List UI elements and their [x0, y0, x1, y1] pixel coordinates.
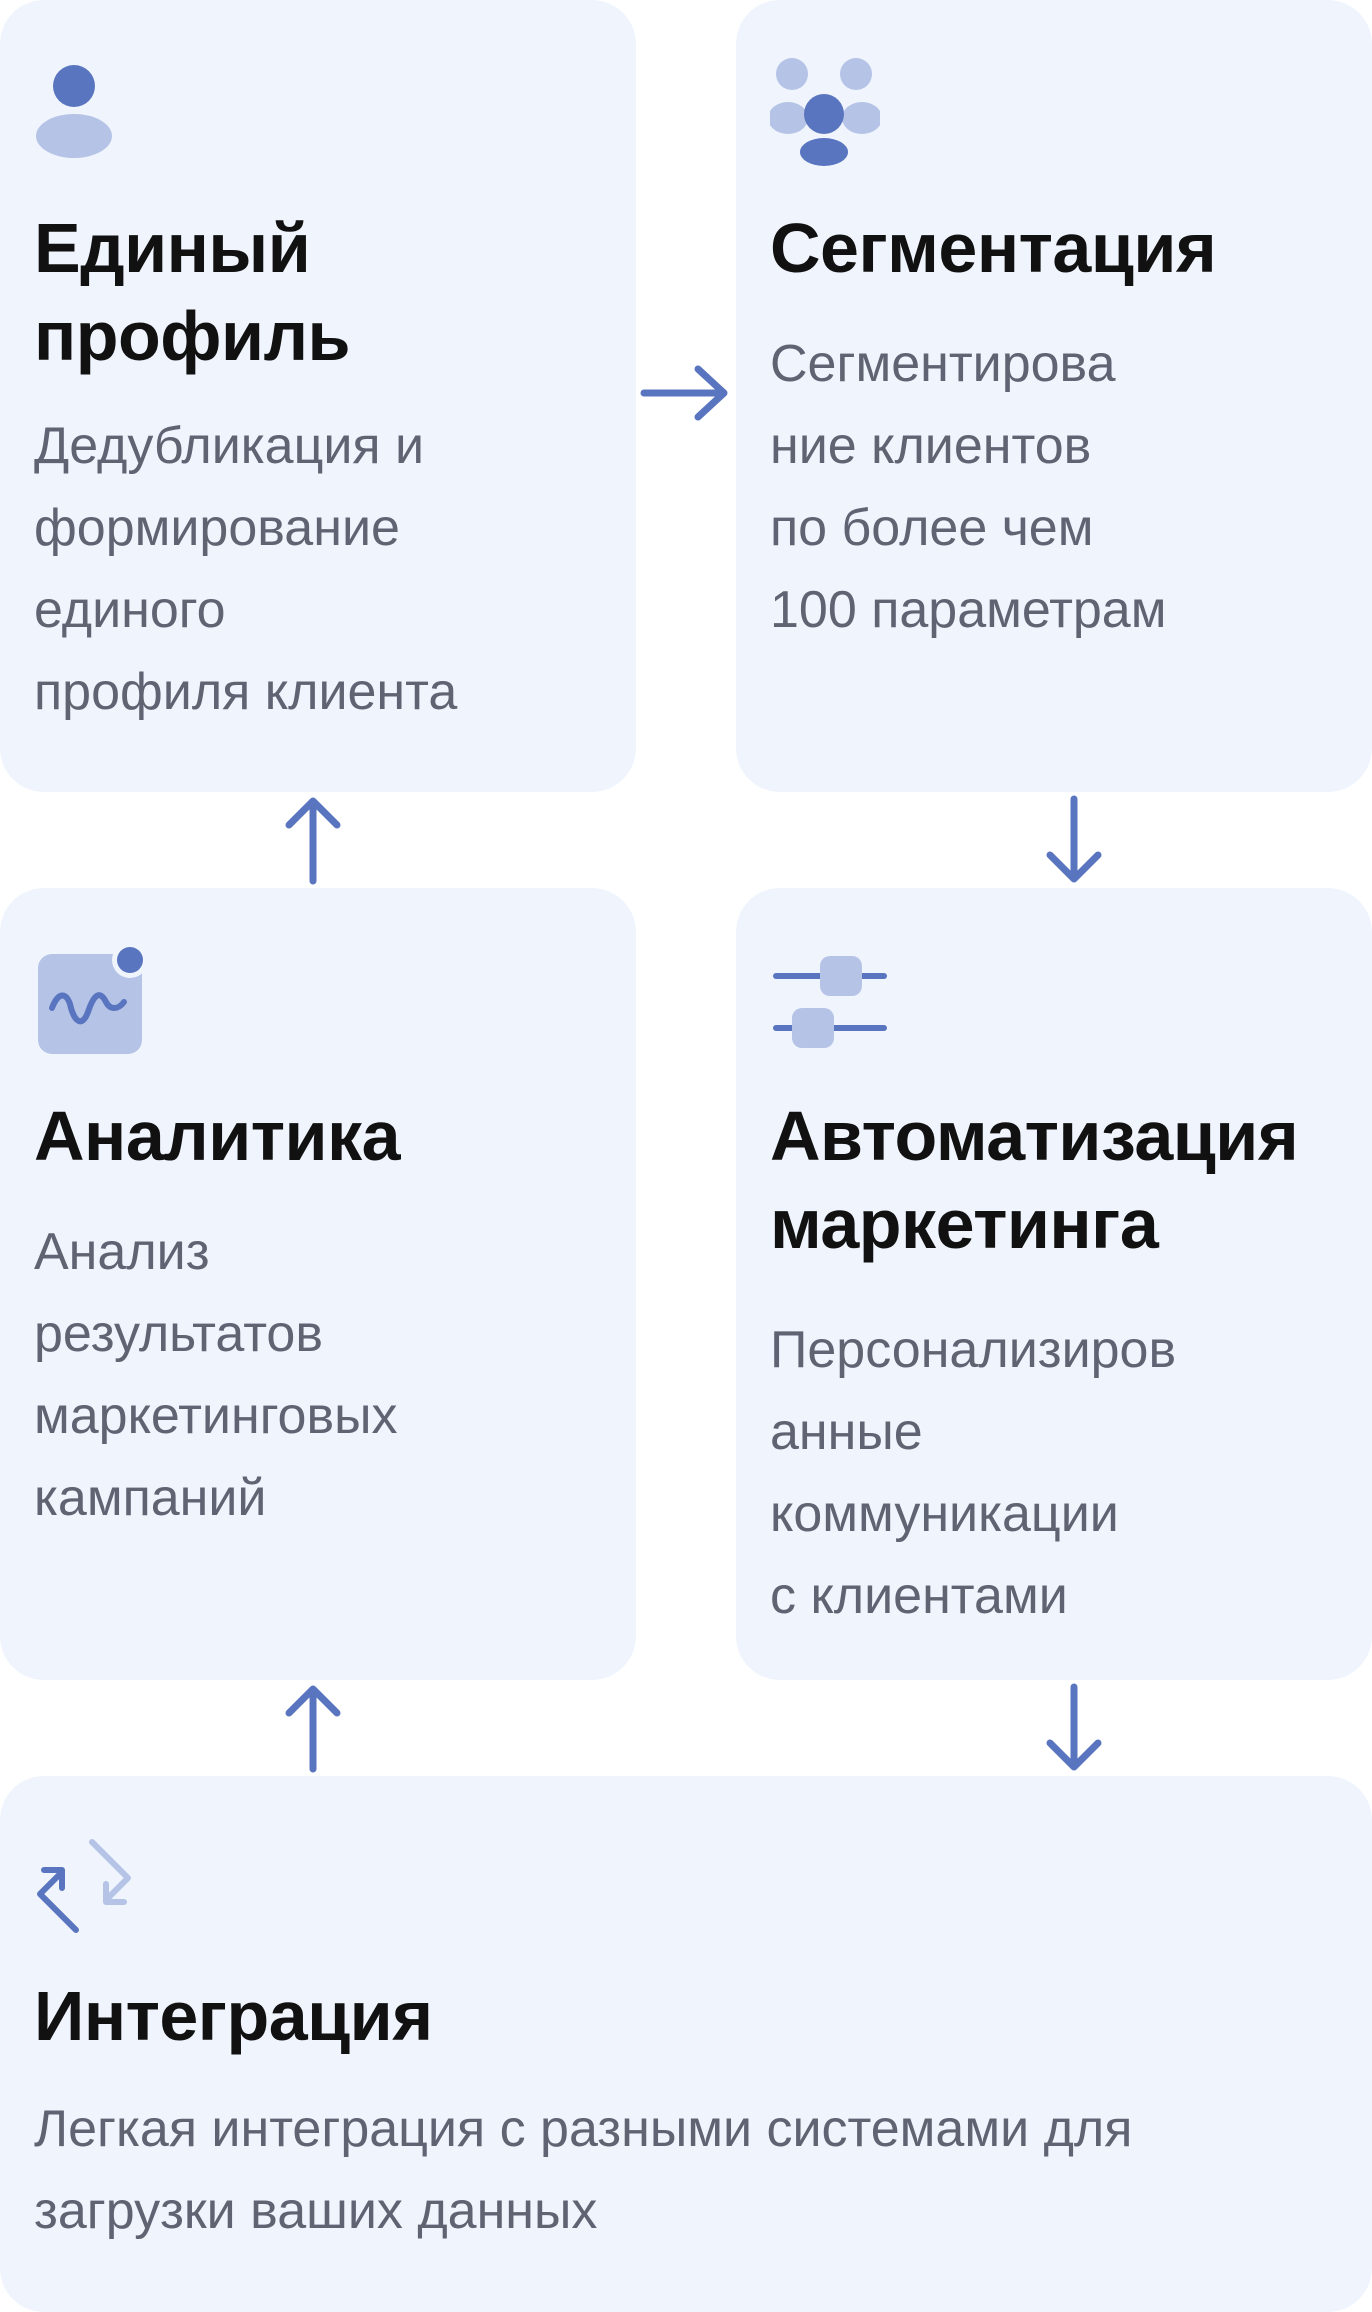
- card-analytics: Аналитика Анализ результатов маркетингов…: [0, 888, 636, 1680]
- card-unified-profile: Единый профиль Дедубликация и формирован…: [0, 0, 636, 792]
- analytics-wave-icon: [38, 944, 146, 1054]
- user-icon: [36, 65, 112, 158]
- arrow-down-icon: [1046, 1683, 1102, 1771]
- sync-arrows-icon: [37, 1839, 131, 1933]
- arrow-down-icon: [1046, 795, 1102, 883]
- card-title: Автоматизация маркетинга: [770, 1097, 1299, 1263]
- card-description: Легкая интеграция с разными системами дл…: [34, 2100, 1133, 2240]
- card-description: Анализ результатов маркетинговых кампани…: [34, 1223, 398, 1527]
- card-integration: Интеграция Легкая интеграция с разными с…: [0, 1776, 1372, 2312]
- card-description: Сегментирова ние клиентов по более чем 1…: [770, 335, 1167, 639]
- card-title: Интеграция: [34, 1977, 433, 2055]
- arrow-right-icon: [640, 365, 728, 421]
- card-description: Дедубликация и формирование единого проф…: [34, 417, 458, 721]
- card-title: Единый профиль: [34, 209, 351, 375]
- card-segmentation: Сегментация Сегментирова ние клиентов по…: [736, 0, 1372, 792]
- card-description: Персонализиров анные коммуникации с клие…: [770, 1321, 1177, 1625]
- sliders-icon: [773, 956, 887, 1048]
- card-title: Аналитика: [34, 1097, 401, 1175]
- card-title: Сегментация: [770, 209, 1217, 287]
- arrow-up-icon: [285, 1685, 341, 1773]
- card-marketing-automation: Автоматизация маркетинга Персонализиров …: [736, 888, 1372, 1680]
- users-group-icon: [770, 58, 880, 166]
- arrow-up-icon: [285, 797, 341, 885]
